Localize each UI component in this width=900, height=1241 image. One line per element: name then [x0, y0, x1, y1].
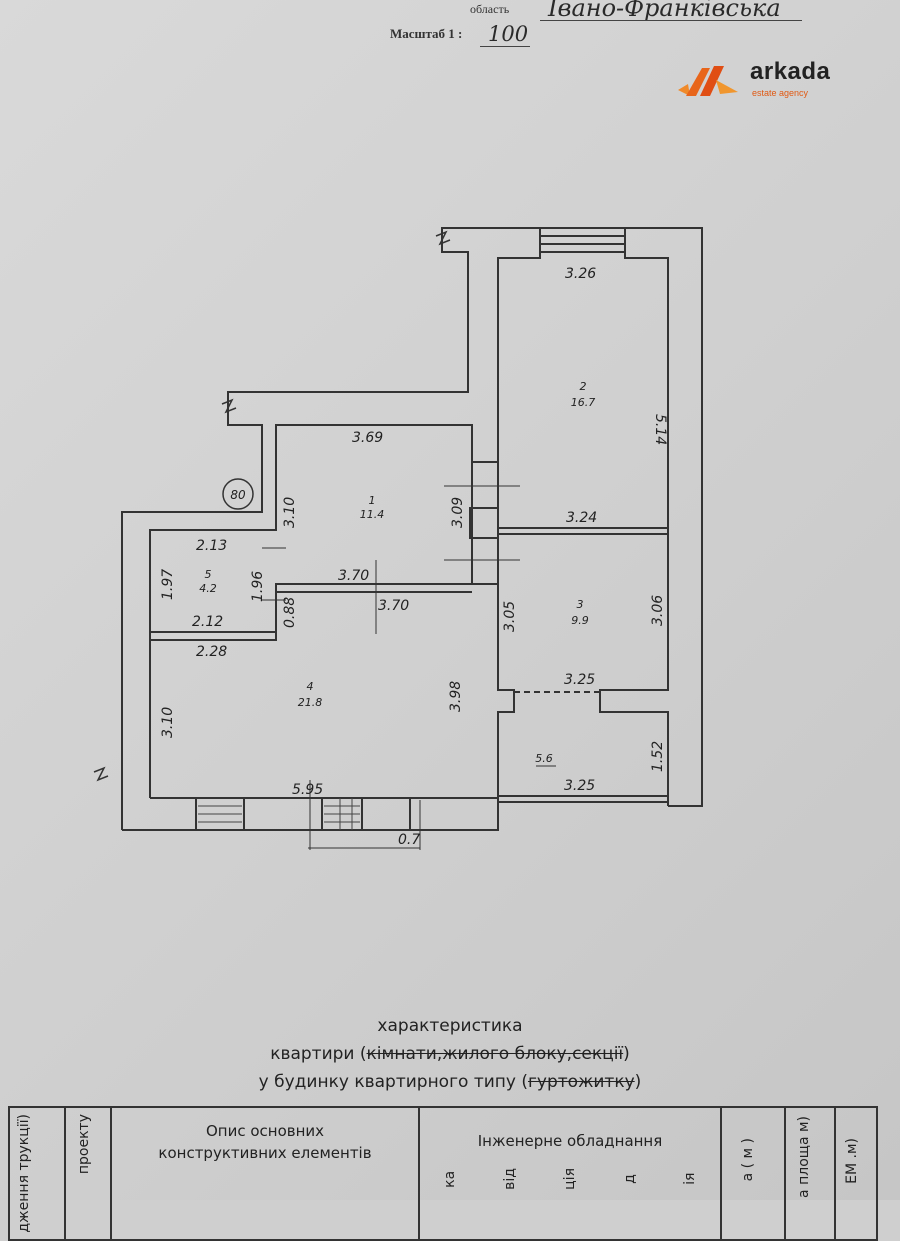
dim-room5-right: 1.96 — [250, 571, 266, 602]
room-3-area: 9.9 — [571, 614, 589, 627]
dim-room3-left: 3.05 — [502, 601, 518, 632]
logo-name: arkada — [750, 58, 831, 85]
dim-door: 0.7 — [398, 832, 420, 848]
table-sub-3: ція — [562, 1168, 578, 1190]
dim-room5-top: 2.13 — [196, 538, 227, 554]
dim-room3-right: 3.06 — [650, 595, 666, 626]
dim-balcony-right: 1.52 — [650, 741, 666, 772]
dim-room5-bottom: 2.12 — [192, 614, 223, 630]
oblast-value: Івано-Франківська — [548, 0, 781, 22]
dim-room3-top: 3.24 — [566, 510, 597, 526]
room-4-number: 4 — [307, 680, 314, 693]
dim-room2-right: 5.14 — [652, 414, 668, 445]
dim-room3-bottom: 3.25 — [564, 672, 595, 688]
room-2-area: 16.7 — [571, 396, 596, 409]
table-col-d: Інженерне обладнання ка від ція д ія — [418, 1106, 722, 1241]
dim-room4-top-left: 2.28 — [196, 644, 227, 660]
dim-room4-right: 3.98 — [448, 681, 464, 712]
dim-room1-left: 3.10 — [282, 497, 298, 528]
table-sub-5: ія — [682, 1172, 698, 1186]
dim-balcony-bottom: 3.25 — [564, 778, 595, 794]
dim-room5-left: 1.97 — [160, 569, 176, 600]
caption-line-2: квартири (кімнати,жилого блоку,секції) — [270, 1044, 630, 1064]
table-col-c: Опис основних конструктивних елементів — [110, 1106, 420, 1241]
scale-label: Масштаб 1 : — [390, 26, 463, 41]
room-4-area: 21.8 — [298, 696, 323, 709]
plan-marker: 80 — [230, 488, 246, 502]
table-sub-1: ка — [442, 1170, 458, 1188]
arkada-logo: arkada estate agency — [676, 58, 876, 102]
table-col-g: ЕМ .м) — [834, 1106, 878, 1241]
dim-room4-bottom: 5.95 — [292, 782, 323, 798]
dim-room1-right: 3.09 — [450, 497, 466, 528]
caption-line-3: у будинку квартирного типу (гуртожитку) — [258, 1072, 642, 1092]
table-col-a: дження трукції) — [8, 1106, 66, 1241]
dim-room1-bottom: 3.70 — [338, 568, 369, 584]
dim-room1-top: 3.69 — [352, 430, 383, 446]
oblast-label: область — [470, 2, 510, 16]
logo-subtitle: estate agency — [752, 88, 809, 98]
table-sub-2: від — [502, 1168, 518, 1190]
table-col-b: проекту — [64, 1106, 112, 1241]
room-3-number: 3 — [577, 598, 584, 611]
table-sub-4: д — [622, 1174, 638, 1184]
arkada-logo-icon — [678, 66, 738, 96]
balcony-area: 5.6 — [535, 752, 553, 765]
characteristics-table: дження трукції) проекту Опис основних ко… — [8, 1106, 878, 1241]
room-1-number: 1 — [369, 494, 376, 507]
room-2-number: 2 — [580, 380, 587, 393]
dim-room4-top: 3.70 — [378, 598, 409, 614]
room-5-number: 5 — [205, 568, 212, 581]
room-1-area: 11.4 — [360, 508, 385, 521]
plan-marker-circle — [222, 478, 254, 510]
room-5-area: 4.2 — [199, 582, 217, 595]
scale-value: 100 — [488, 22, 529, 46]
dim-room2-top: 3.26 — [565, 266, 596, 282]
dim-passage: 0.88 — [282, 597, 298, 628]
dim-room4-left: 3.10 — [160, 707, 176, 738]
caption-line-1: характеристика — [377, 1016, 523, 1036]
table-col-e: а ( м ) — [720, 1106, 786, 1241]
floor-plan: 80 1 11.4 2 16.7 3 9.9 4 21.8 5 4.2 5.6 … — [93, 227, 703, 850]
table-col-f: а площа м) — [784, 1106, 836, 1241]
